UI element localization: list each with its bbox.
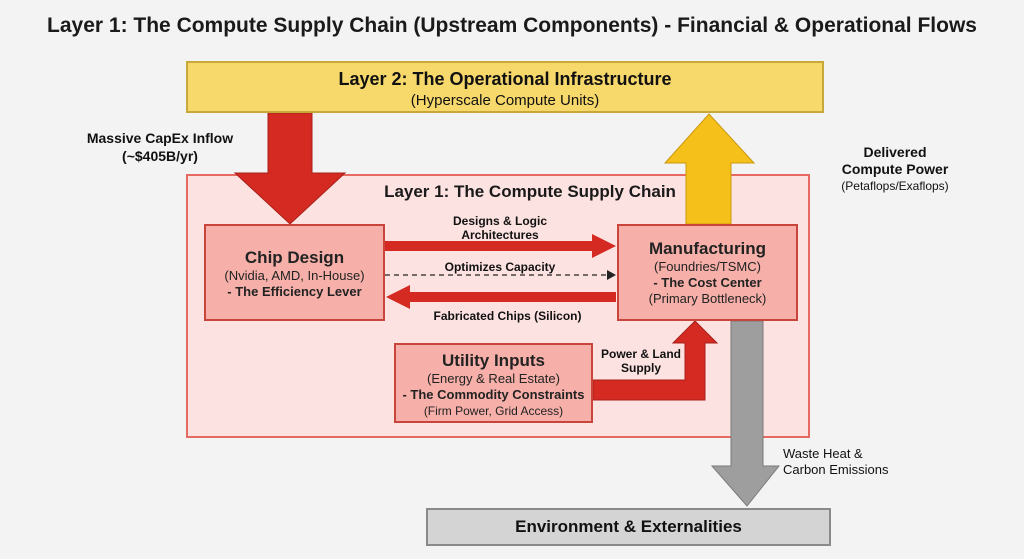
waste-line1: Waste Heat & [783,446,863,461]
optimizes-capacity-label: Optimizes Capacity [444,260,556,274]
chip-design-role: - The Efficiency Lever [227,284,362,299]
manufacturing-note: (Primary Bottleneck) [648,291,767,306]
waste-heat-arrow [710,320,781,507]
power-land-label: Power & Land Supply [596,347,686,375]
waste-line2: Carbon Emissions [783,462,889,477]
utility-heading: Utility Inputs [442,351,545,370]
power-land-line2: Supply [620,361,661,375]
layer2-heading: Layer 2: The Operational Infrastructure [338,69,672,89]
chip-design-heading: Chip Design [244,248,345,267]
fabricated-chips-arrow [386,285,616,309]
designs-logic-line2: Architectures [461,228,539,242]
waste-heat-label: Waste Heat & Carbon Emissions [783,446,923,478]
delivered-line1: Delivered [863,144,927,160]
manufacturing-heading: Manufacturing [648,239,767,258]
capex-line2: (~$405B/yr) [122,148,198,164]
delivered-line3: (Petaflops/Exaflops) [841,179,949,193]
designs-logic-arrow [385,234,616,258]
optimizes-capacity-arrowhead [607,270,616,280]
page-title: Layer 1: The Compute Supply Chain (Upstr… [47,14,977,37]
power-land-line1: Power & Land [600,347,681,361]
delivered-label: Delivered Compute Power (Petaflops/Exafl… [820,144,970,195]
utility-note: (Firm Power, Grid Access) [423,404,564,418]
manufacturing-detail: (Foundries/TSMC) [654,259,761,274]
chip-design-box: Chip Design (Nvidia, AMD, In-House) - Th… [204,224,385,321]
utility-role: - The Commodity Constraints [402,387,585,402]
fabricated-chips-label: Fabricated Chips (Silicon) [433,309,582,323]
capex-line1: Massive CapEx Inflow [86,130,234,146]
utility-detail: (Energy & Real Estate) [427,371,560,386]
chip-design-detail: (Nvidia, AMD, In-House) [224,268,365,283]
utility-inputs-box: Utility Inputs (Energy & Real Estate) - … [394,343,593,423]
manufacturing-box: Manufacturing (Foundries/TSMC) - The Cos… [617,224,798,321]
designs-logic-label: Designs & Logic Architectures [420,214,580,242]
environment-box: Environment & Externalities [426,508,831,546]
manufacturing-role: - The Cost Center [653,275,762,290]
layer2-box: Layer 2: The Operational Infrastructure … [186,61,824,113]
designs-logic-line1: Designs & Logic [452,214,547,228]
layer1-heading: Layer 1: The Compute Supply Chain [384,182,676,201]
power-land-arrow [592,320,719,401]
capex-inflow-arrow [233,112,347,225]
delivered-compute-arrow [663,113,756,225]
delivered-line2: Compute Power [841,161,949,177]
capex-label: Massive CapEx Inflow (~$405B/yr) [60,129,260,165]
layer2-subheading: (Hyperscale Compute Units) [410,92,600,109]
